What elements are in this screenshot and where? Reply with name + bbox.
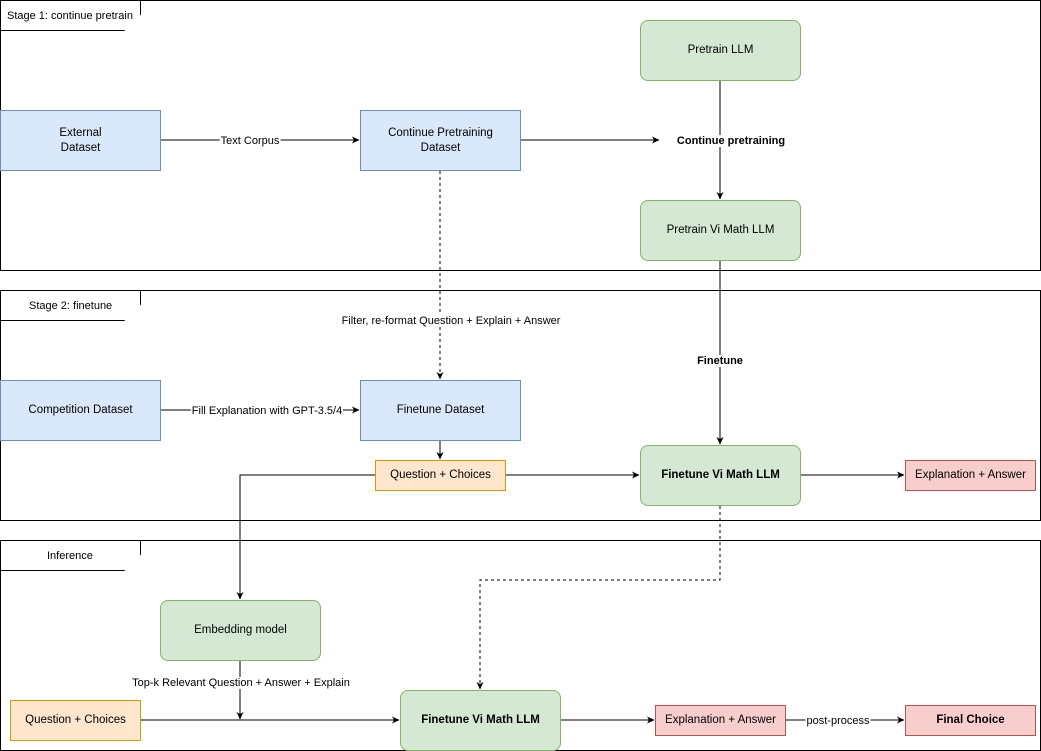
finetune-dataset-node: Finetune Dataset bbox=[360, 380, 521, 441]
continue-pretraining-dataset-node: Continue Pretraining Dataset bbox=[360, 110, 521, 171]
competition-dataset-node: Competition Dataset bbox=[0, 380, 161, 441]
explanation-answer-node: Explanation + Answer bbox=[905, 460, 1036, 491]
inference-explanation-answer-node: Explanation + Answer bbox=[655, 705, 786, 736]
topk-label: Top-k Relevant Question + Answer + Expla… bbox=[131, 677, 351, 689]
pretrain-llm-node: Pretrain LLM bbox=[640, 20, 801, 81]
edge-finetune-llm-to-inference bbox=[476, 506, 721, 690]
stage-2-label: Stage 2: finetune bbox=[1, 291, 141, 321]
post-process-label: post-process bbox=[805, 715, 871, 727]
inference-finetune-vi-math-llm-node: Finetune Vi Math LLM bbox=[400, 690, 561, 751]
final-choice-node: Final Choice bbox=[905, 705, 1036, 736]
finetune-vi-math-llm-node: Finetune Vi Math LLM bbox=[640, 445, 801, 506]
pretrain-vi-math-llm-node: Pretrain Vi Math LLM bbox=[640, 200, 801, 261]
external-dataset-node: External Dataset bbox=[0, 110, 161, 171]
stage-1-label: Stage 1: continue pretrain bbox=[1, 1, 141, 31]
text-corpus-label: Text Corpus bbox=[219, 135, 281, 147]
continue-pretraining-label: Continue pretraining bbox=[675, 135, 787, 147]
filter-reformat-label: Filter, re-format Question + Explain + A… bbox=[340, 315, 562, 327]
finetune-label: Finetune bbox=[696, 355, 744, 367]
fill-explanation-label: Fill Explanation with GPT-3.5/4 bbox=[190, 405, 344, 417]
question-choices-node: Question + Choices bbox=[375, 460, 506, 491]
inference-question-choices-node: Question + Choices bbox=[10, 700, 141, 741]
inference-label: Inference bbox=[1, 541, 141, 571]
edge-qc-to-embedding bbox=[236, 474, 375, 600]
embedding-model-node: Embedding model bbox=[160, 600, 321, 661]
